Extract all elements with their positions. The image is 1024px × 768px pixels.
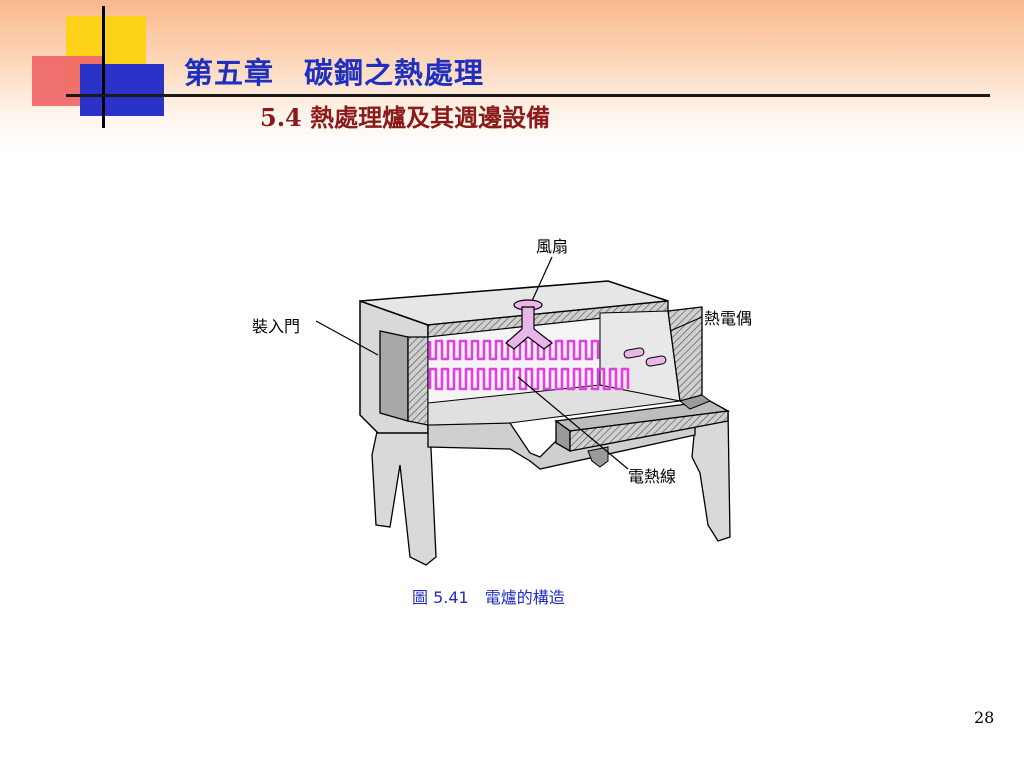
figure-caption: 圖 5.41 電爐的構造 xyxy=(412,588,565,607)
label-fan: 風扇 xyxy=(536,237,569,256)
header-rule xyxy=(66,94,990,97)
chapter-title: 第五章 碳鋼之熱處理 xyxy=(184,56,485,90)
furnace-illustration xyxy=(315,256,731,566)
page-number: 28 xyxy=(974,708,995,727)
label-heating-wire: 電熱線 xyxy=(628,467,677,486)
decoration-blue-square xyxy=(80,64,164,116)
section-title: 5.4 熱處理爐及其週邊設備 xyxy=(260,103,551,132)
decoration-vertical-line xyxy=(102,6,105,128)
label-thermocouple: 熱電偶 xyxy=(704,309,753,328)
header-background xyxy=(0,0,1024,150)
electric-furnace-diagram: 風扇 裝入門 熱電偶 電熱線 xyxy=(240,225,780,575)
label-loading-door: 裝入門 xyxy=(252,317,301,336)
